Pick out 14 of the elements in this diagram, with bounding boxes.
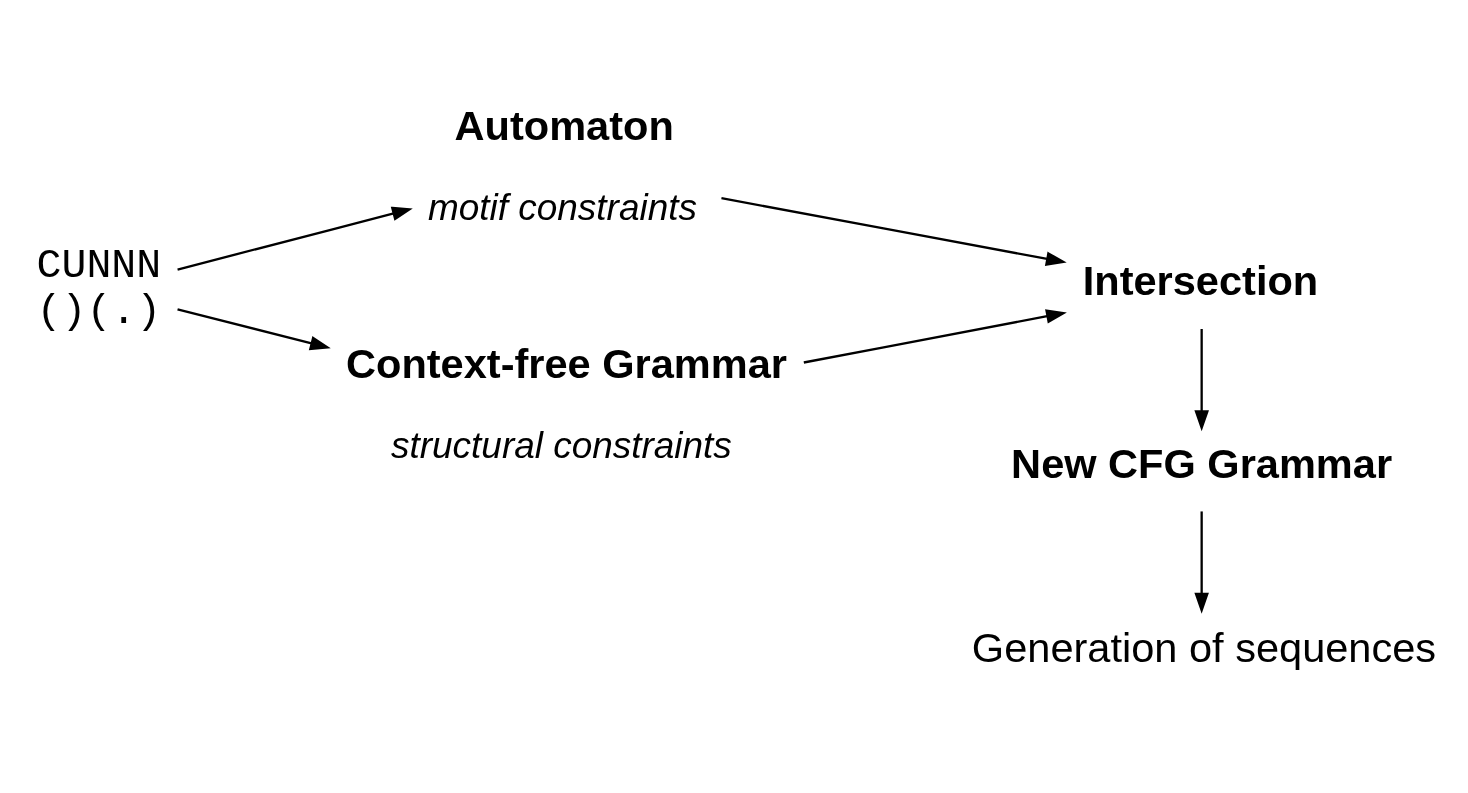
- arrow: [177, 206, 413, 271]
- node-text: Intersection: [1082, 256, 1319, 304]
- arrow: [177, 307, 331, 350]
- node-text: Context-free Grammar: [346, 339, 788, 387]
- node-text: CUNNN ()(.): [36, 241, 162, 335]
- node-text: Generation of sequences: [971, 623, 1437, 671]
- node-label: structural constraints: [391, 424, 732, 466]
- arrow: [721, 196, 1067, 266]
- node-label: motif constraints: [428, 186, 697, 228]
- arrow: [1194, 328, 1209, 431]
- arrow: [1194, 510, 1209, 614]
- arrow: [803, 308, 1067, 364]
- node-text: New CFG Grammar: [1011, 439, 1393, 487]
- node-text: Automaton: [454, 101, 674, 149]
